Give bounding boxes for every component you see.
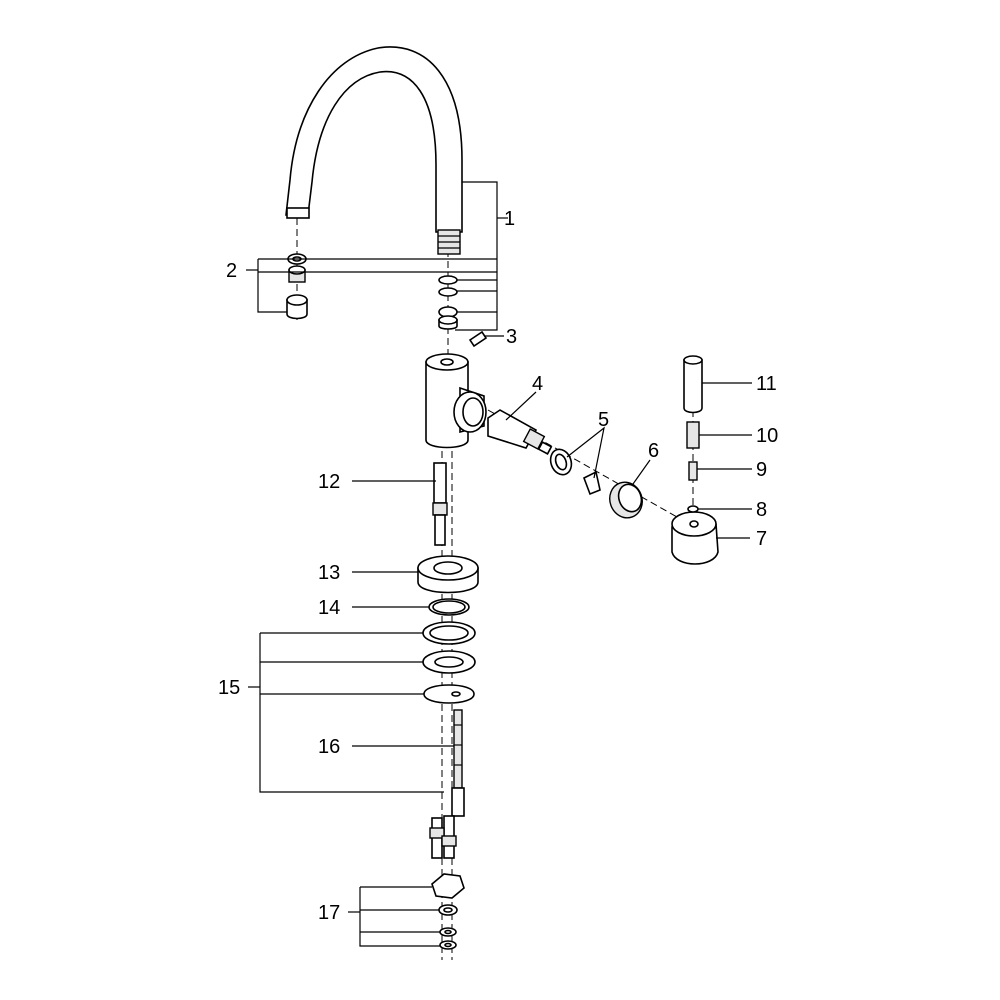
lever-handle — [671, 511, 719, 565]
callout-5: 5 — [598, 409, 609, 431]
callout-4: 4 — [532, 373, 543, 395]
callout-11: 11 — [756, 373, 777, 395]
callout-2: 2 — [226, 260, 237, 282]
o-ring — [428, 598, 470, 616]
callout-labels: 1 2 3 4 5 6 7 8 9 10 11 12 13 14 15 16 1… — [218, 208, 778, 924]
threaded-nut — [609, 481, 643, 519]
callout-15: 15 — [218, 677, 240, 699]
fixing-nut-set — [431, 873, 465, 950]
assembly-axes — [296, 218, 701, 960]
callout-10: 10 — [756, 425, 778, 447]
supply-hoses — [432, 462, 448, 546]
callout-13: 13 — [318, 562, 340, 584]
callout-3: 3 — [506, 326, 517, 348]
mixer-body — [425, 353, 487, 449]
callout-14: 14 — [318, 597, 340, 619]
threaded-rod — [451, 709, 465, 817]
cartridge — [487, 409, 553, 455]
spout-seals — [438, 275, 458, 330]
grub-screw — [468, 330, 488, 348]
aerator-parts — [286, 253, 308, 320]
callout-17: 17 — [318, 902, 340, 924]
callout-16: 16 — [318, 736, 340, 758]
callout-7: 7 — [756, 528, 767, 550]
retaining-ring — [549, 448, 601, 496]
handle-stack — [683, 355, 703, 513]
callout-12: 12 — [318, 471, 340, 493]
leader-lines — [246, 181, 752, 947]
callout-8: 8 — [756, 499, 767, 521]
callout-6: 6 — [648, 440, 659, 462]
base-ring — [417, 555, 479, 594]
callout-1: 1 — [504, 208, 515, 230]
hose-fittings — [429, 815, 457, 859]
spout — [285, 46, 463, 255]
mounting-set — [422, 621, 476, 704]
callout-9: 9 — [756, 459, 767, 481]
